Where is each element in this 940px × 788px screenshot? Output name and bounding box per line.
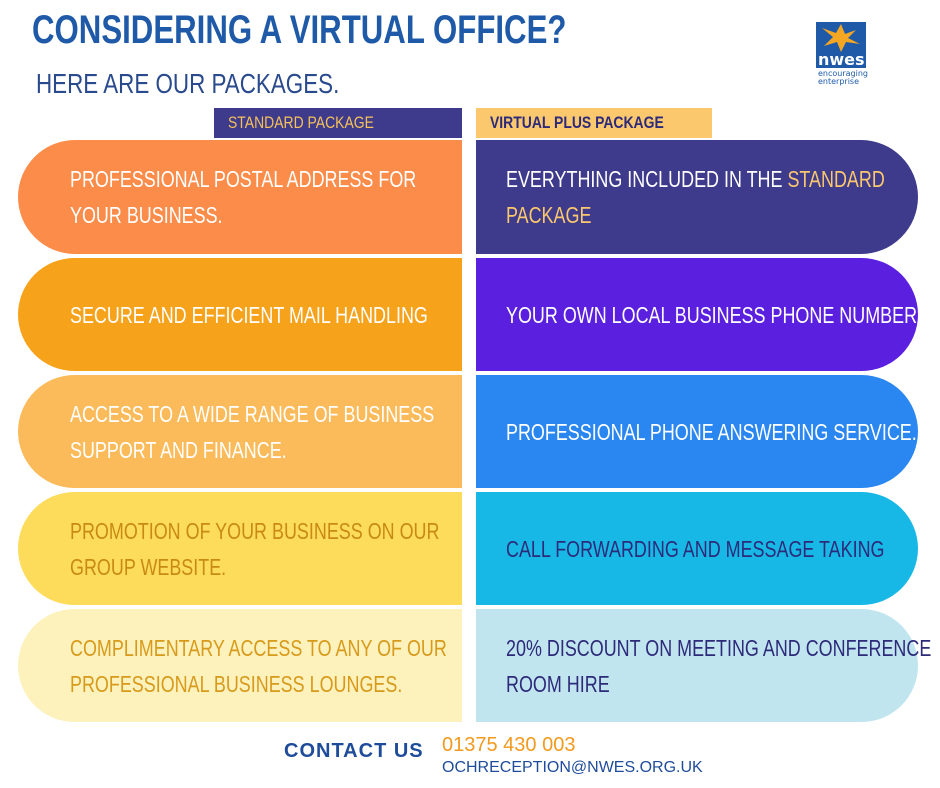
item-text-line: PROMOTION OF YOUR BUSINESS ON OUR <box>70 517 440 544</box>
item-text-line: ACCESS TO A WIDE RANGE OF BUSINESS <box>70 400 435 427</box>
item-text-line: PROFESSIONAL PHONE ANSWERING SERVICE. <box>506 418 917 445</box>
contact-email[interactable]: OCHRECEPTION@NWES.ORG.UK <box>442 759 703 776</box>
item-text: PROFESSIONAL PHONE ANSWERING SERVICE. <box>506 414 917 450</box>
standard-package-header-label: STANDARD PACKAGE <box>228 113 374 132</box>
item-text-line: YOUR OWN LOCAL BUSINESS PHONE NUMBER. <box>506 301 923 328</box>
item-text: SECURE AND EFFICIENT MAIL HANDLING <box>70 297 428 333</box>
virtual-plus-item: EVERYTHING INCLUDED IN THE STANDARD PACKA… <box>476 140 918 254</box>
item-text-line: SECURE AND EFFICIENT MAIL HANDLING <box>70 301 428 328</box>
logo-wordmark: nwes <box>818 50 865 69</box>
standard-item: SECURE AND EFFICIENT MAIL HANDLING <box>18 258 462 371</box>
page-subtitle: HERE ARE OUR PACKAGES. <box>36 68 340 99</box>
item-text: COMPLIMENTARY ACCESS TO ANY OF OUR PROFES… <box>70 630 447 702</box>
page-title: CONSIDERING A VIRTUAL OFFICE? <box>32 8 567 52</box>
standard-item: PROMOTION OF YOUR BUSINESS ON OUR GROUP W… <box>18 492 462 605</box>
item-text-highlight: STANDARD <box>787 166 885 192</box>
virtual-plus-item: YOUR OWN LOCAL BUSINESS PHONE NUMBER. <box>476 258 922 371</box>
nwes-logo: nwes encouraging enterprise <box>814 22 880 86</box>
standard-item: COMPLIMENTARY ACCESS TO ANY OF OUR PROFES… <box>18 609 462 722</box>
item-text-line: ROOM HIRE <box>506 670 610 697</box>
virtual-plus-item: CALL FORWARDING AND MESSAGE TAKING <box>476 492 918 605</box>
item-text-line: 20% DISCOUNT ON MEETING AND CONFERENCE <box>506 634 932 661</box>
item-text-line: EVERYTHING INCLUDED IN THE STANDARD <box>506 161 885 197</box>
standard-item: PROFESSIONAL POSTAL ADDRESS FOR YOUR BUSI… <box>18 140 462 254</box>
item-text-line: GROUP WEBSITE. <box>70 553 227 580</box>
star-pinwheel-icon <box>822 24 860 52</box>
virtual-plus-item: 20% DISCOUNT ON MEETING AND CONFERENCE RO… <box>476 609 931 722</box>
item-text-line: SUPPORT AND FINANCE. <box>70 436 287 463</box>
item-text-line: PROFESSIONAL POSTAL ADDRESS FOR <box>70 166 417 192</box>
logo-tagline-line-1: encouraging <box>818 69 868 78</box>
item-text-line: COMPLIMENTARY ACCESS TO ANY OF OUR <box>70 634 447 661</box>
item-text: ACCESS TO A WIDE RANGE OF BUSINESS SUPPOR… <box>70 396 434 468</box>
item-text: 20% DISCOUNT ON MEETING AND CONFERENCE RO… <box>506 630 931 702</box>
virtual-plus-package-header-label: VIRTUAL PLUS PACKAGE <box>490 113 664 132</box>
item-text-line: CALL FORWARDING AND MESSAGE TAKING <box>506 535 885 562</box>
virtual-plus-package-header: VIRTUAL PLUS PACKAGE <box>476 108 712 138</box>
item-text: YOUR OWN LOCAL BUSINESS PHONE NUMBER. <box>506 297 922 333</box>
item-text: PROFESSIONAL POSTAL ADDRESS FOR YOUR BUSI… <box>70 161 416 233</box>
contact-phone[interactable]: 01375 430 003 <box>442 734 576 756</box>
logo-tagline-line-2: enterprise <box>818 77 860 86</box>
contact-label: CONTACT US <box>284 740 424 762</box>
item-text: CALL FORWARDING AND MESSAGE TAKING <box>506 531 884 567</box>
standard-item: ACCESS TO A WIDE RANGE OF BUSINESS SUPPOR… <box>18 375 462 488</box>
item-text-prefix: EVERYTHING INCLUDED IN THE <box>506 166 788 192</box>
item-text: PROMOTION OF YOUR BUSINESS ON OUR GROUP W… <box>70 513 439 585</box>
virtual-plus-item: PROFESSIONAL PHONE ANSWERING SERVICE. <box>476 375 918 488</box>
standard-package-header: STANDARD PACKAGE <box>214 108 462 138</box>
logo-tagline: encouraging enterprise <box>818 70 868 86</box>
item-text-line: PACKAGE <box>506 202 592 228</box>
item-text-line: PROFESSIONAL BUSINESS LOUNGES. <box>70 670 403 697</box>
item-text-line: YOUR BUSINESS. <box>70 202 223 228</box>
item-text: EVERYTHING INCLUDED IN THE STANDARD PACKA… <box>506 161 885 233</box>
